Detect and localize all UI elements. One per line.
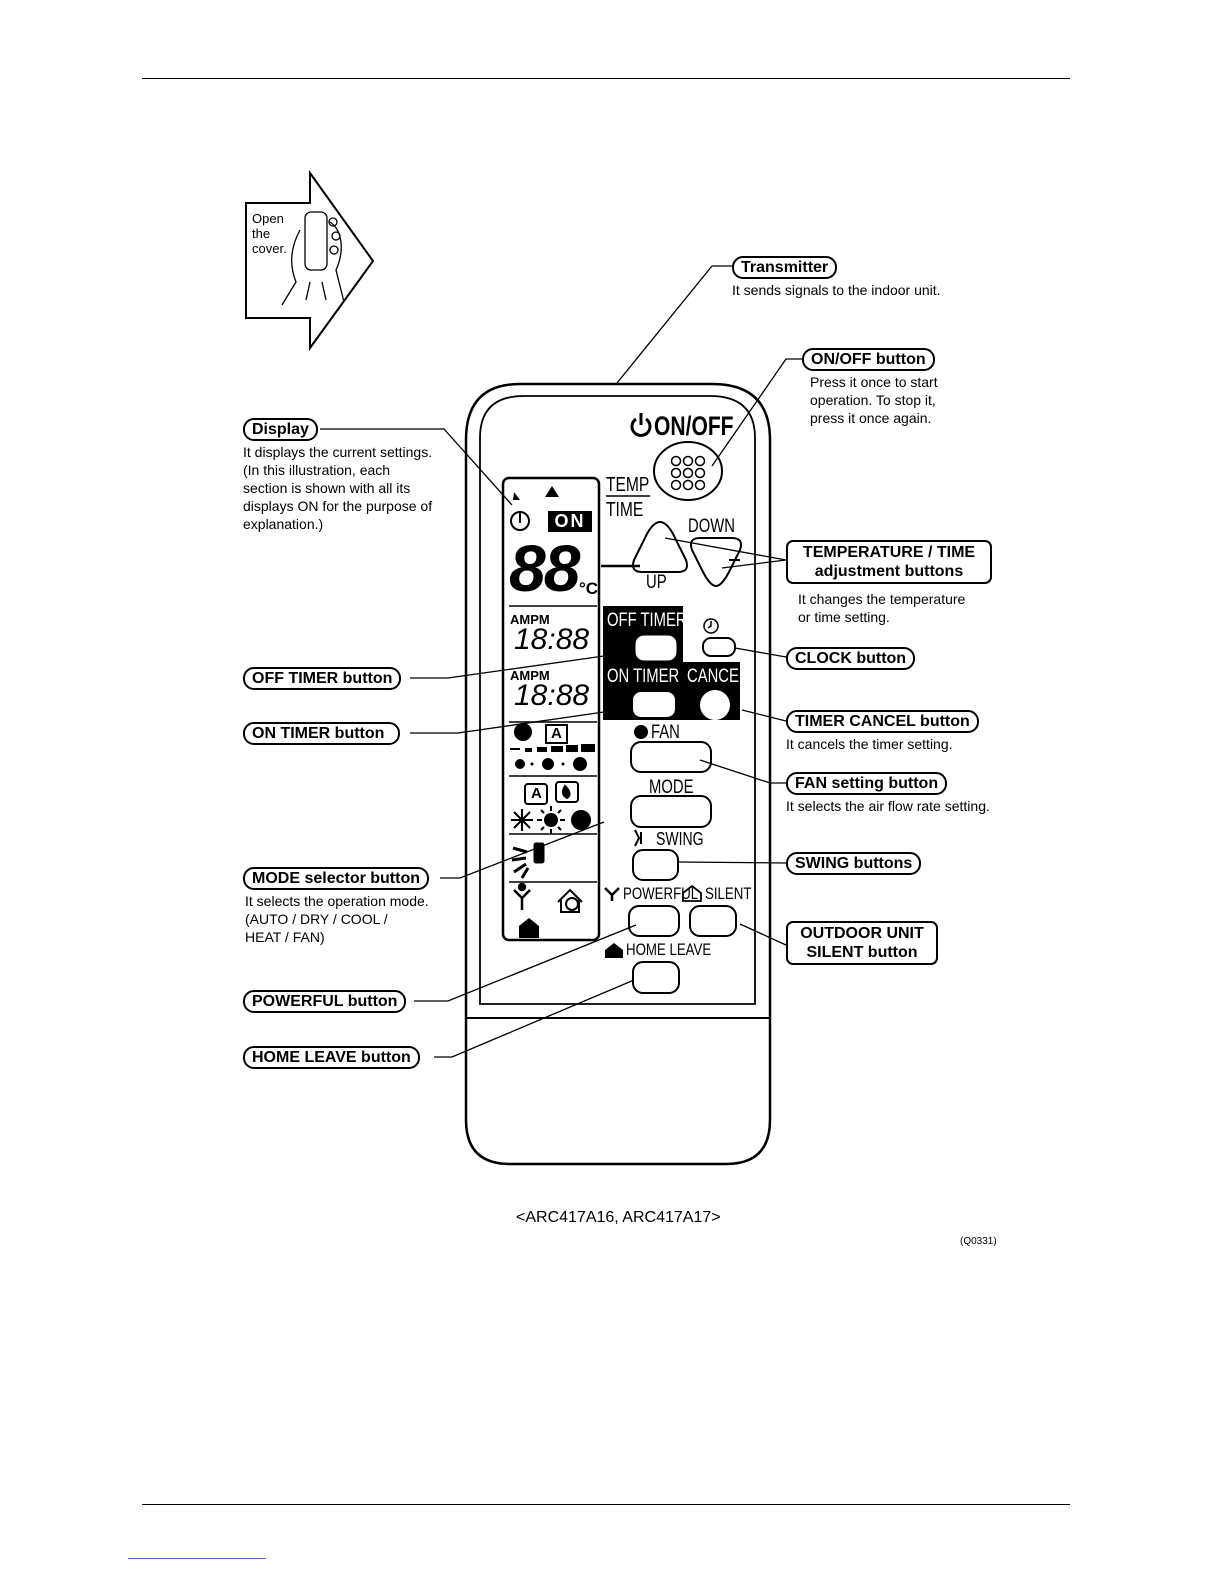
outdoor-silent-title: OUTDOOR UNIT SILENT button bbox=[786, 921, 938, 965]
off-timer-title: OFF TIMER button bbox=[243, 667, 402, 690]
temp-time-title: TEMPERATURE / TIME adjustment buttons bbox=[786, 540, 992, 584]
onoff-label: ON/OFF bbox=[654, 411, 734, 441]
power-icon bbox=[630, 413, 652, 437]
footer-link-underline bbox=[128, 1558, 266, 1559]
display-title: Display bbox=[243, 418, 318, 441]
mode-icons bbox=[511, 781, 591, 834]
callout-swing: SWING buttons bbox=[786, 852, 922, 875]
fan-icon bbox=[634, 725, 648, 739]
callout-onoff: ON/OFF button Press it once to start ope… bbox=[802, 348, 938, 427]
callout-fan: FAN setting button It selects the air fl… bbox=[786, 772, 990, 815]
transmitter-title: Transmitter bbox=[732, 256, 838, 279]
off-timer-label[interactable]: OFF TIMER bbox=[607, 610, 687, 631]
callout-outdoor-silent: OUTDOOR UNIT SILENT button bbox=[786, 921, 938, 965]
lcd-ampm-2: AMPM bbox=[510, 668, 550, 683]
figure-code: (Q0331) bbox=[960, 1236, 997, 1247]
lcd-auto-a-2: A bbox=[531, 785, 542, 802]
lcd-ampm-1: AMPM bbox=[510, 612, 550, 627]
callout-clock: CLOCK button bbox=[786, 647, 916, 670]
timer-cancel-title: TIMER CANCEL button bbox=[786, 710, 979, 733]
powerful-label[interactable]: POWERFUL bbox=[623, 884, 699, 903]
silent-label[interactable]: SILENT bbox=[705, 884, 752, 903]
swing-label[interactable]: SWING bbox=[656, 829, 704, 849]
clock-title: CLOCK button bbox=[786, 647, 916, 670]
hand-sketch-icon bbox=[281, 211, 345, 306]
swing-title: SWING buttons bbox=[786, 852, 922, 875]
down-label[interactable]: DOWN bbox=[688, 516, 735, 537]
fan-label[interactable]: FAN bbox=[651, 722, 680, 743]
up-label[interactable]: UP bbox=[646, 572, 667, 593]
callout-transmitter: Transmitter It sends signals to the indo… bbox=[732, 256, 941, 299]
callout-temp-time: TEMPERATURE / TIME adjustment buttons It… bbox=[786, 540, 992, 626]
home-leave-icon bbox=[605, 943, 623, 958]
footer-rule bbox=[142, 1504, 1070, 1505]
header-rule bbox=[142, 78, 1070, 79]
home-leave-button-shape bbox=[632, 961, 680, 994]
powerful-title: POWERFUL button bbox=[243, 990, 407, 1013]
up-button-shape bbox=[632, 520, 688, 573]
onoff-title: ON/OFF button bbox=[802, 348, 935, 371]
time-label: TIME bbox=[606, 499, 644, 521]
lcd-celsius: °C bbox=[579, 579, 599, 598]
silent-button-shape bbox=[689, 905, 737, 937]
powerful-icon bbox=[604, 887, 620, 901]
thermometer-icon bbox=[510, 511, 530, 531]
home-leave-title: HOME LEAVE button bbox=[243, 1046, 420, 1069]
callout-on-timer: ON TIMER button bbox=[243, 722, 401, 745]
lcd-on-badge: ON bbox=[554, 511, 586, 531]
callout-off-timer: OFF TIMER button bbox=[243, 667, 402, 690]
open-cover-text: Open the cover. bbox=[252, 211, 287, 256]
home-leave-lcd-icon bbox=[519, 918, 539, 938]
cancel-label[interactable]: CANCEL bbox=[687, 666, 748, 687]
callout-timer-cancel: TIMER CANCEL button It cancels the timer… bbox=[786, 710, 979, 753]
callout-powerful: POWERFUL button bbox=[243, 990, 407, 1013]
clock-icon bbox=[703, 618, 719, 634]
fan-title: FAN setting button bbox=[786, 772, 948, 795]
powerful-button-shape bbox=[628, 905, 680, 937]
powerful-lcd-icon bbox=[513, 882, 531, 910]
temp-label: TEMP bbox=[606, 474, 650, 496]
fan-button-shape bbox=[630, 741, 712, 773]
on-timer-label[interactable]: ON TIMER bbox=[607, 666, 680, 687]
home-leave-label[interactable]: HOME LEAVE bbox=[626, 940, 712, 959]
lcd-time-1: 18:88 bbox=[514, 623, 590, 656]
swing-icon bbox=[634, 829, 642, 847]
lcd-time-2: 18:88 bbox=[514, 679, 590, 712]
lcd-big-digits: 88 bbox=[509, 531, 580, 605]
silent-icon bbox=[682, 884, 702, 902]
clock-button-shape bbox=[702, 637, 736, 657]
swing-button-shape bbox=[632, 849, 679, 881]
callout-display: Display It displays the current settings… bbox=[243, 418, 432, 533]
silent-lcd-icon bbox=[557, 888, 583, 913]
onoff-button-shape bbox=[653, 441, 723, 501]
fan-speed-icons bbox=[515, 757, 587, 771]
mode-button-shape bbox=[630, 795, 712, 828]
callout-home-leave: HOME LEAVE button bbox=[243, 1046, 420, 1069]
open-cover-arrow bbox=[245, 169, 375, 352]
lcd-fan-icon bbox=[514, 723, 532, 741]
mode-label[interactable]: MODE bbox=[649, 777, 694, 798]
model-caption: <ARC417A16, ARC417A17> bbox=[516, 1209, 721, 1226]
mode-title: MODE selector button bbox=[243, 867, 430, 890]
lcd-auto-a-1: A bbox=[545, 724, 568, 744]
callout-mode: MODE selector button It selects the oper… bbox=[243, 867, 430, 946]
on-timer-title: ON TIMER button bbox=[243, 722, 401, 745]
